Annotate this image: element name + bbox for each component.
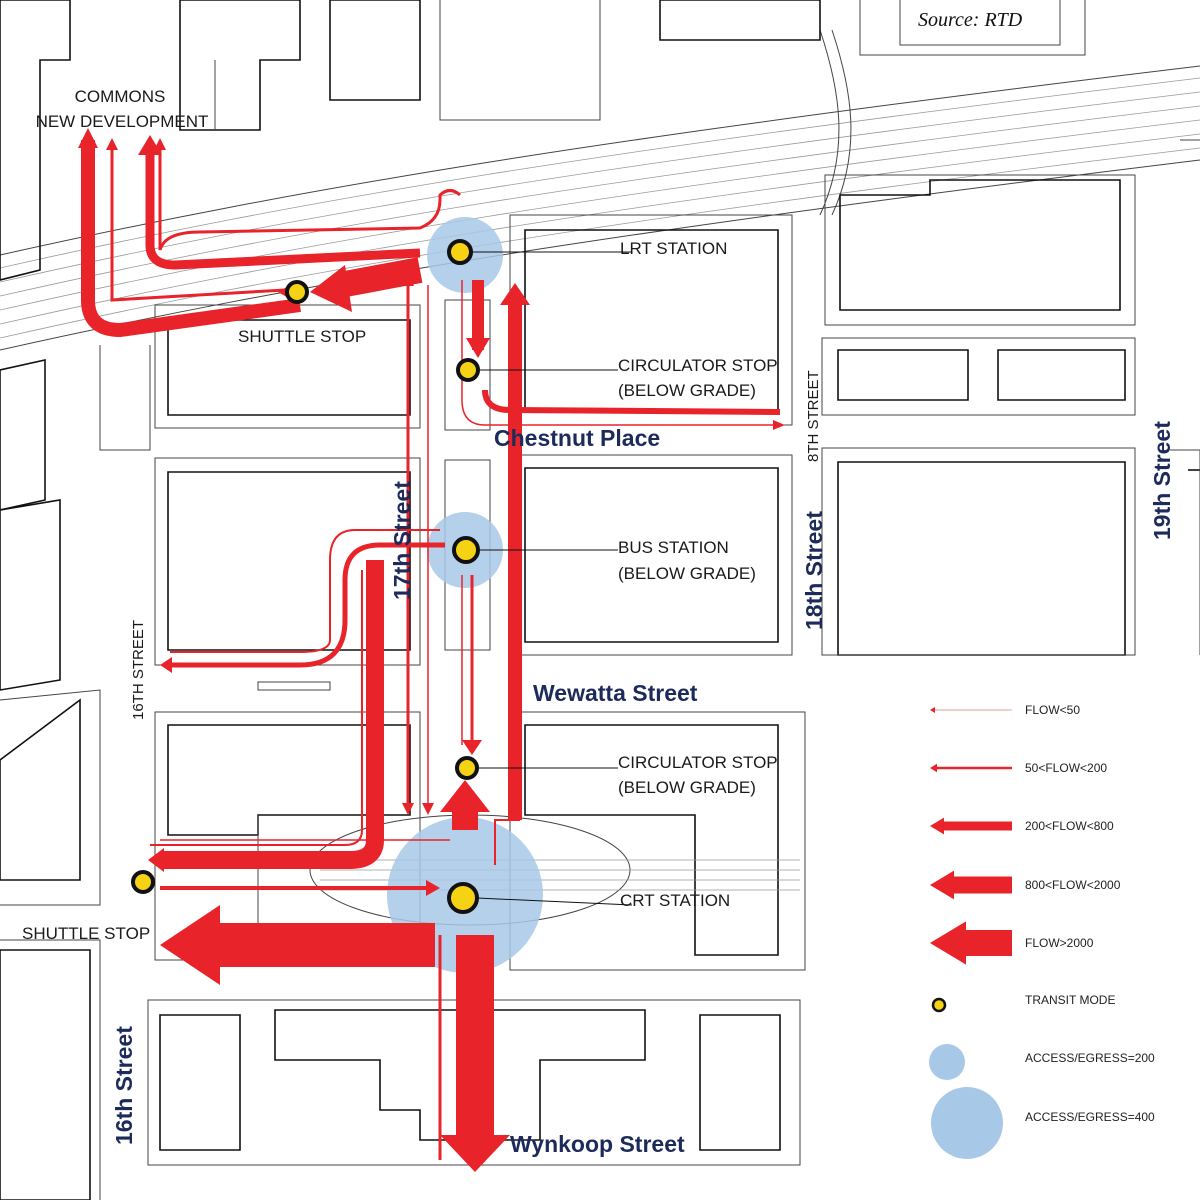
legend-arrowhead [930,921,966,965]
arrowhead-commons-thin2 [154,138,166,150]
arrowhead-commons-thick [78,128,98,148]
legend-item: ACCESS/EGRESS=400 [931,1087,1155,1159]
legend-item: 800<FLOW<2000 [930,870,1121,900]
nineteenth-street-label: 19th Street [1149,421,1175,540]
circulator-top-label-1: CIRCULATOR STOP [618,356,778,375]
flow-crt-up-thin [494,819,520,865]
top-left-blocks [0,0,1086,281]
flow-commons-thick [81,140,301,338]
arrowhead-17th-down [422,803,434,815]
legend-item: TRANSIT MODE [931,993,1115,1013]
left-blocks [0,345,151,1200]
seventeenth-street-label: 17th Street [389,481,415,600]
flow-commons-thin1 [110,145,286,302]
flow-commons-thin2 [158,145,462,251]
arrowhead-bus-west [160,657,172,673]
eighth-street-small-label: 8TH STREET [805,370,822,462]
arrowhead-wynkoop [440,1135,510,1172]
legend-label: 200<FLOW<800 [1025,819,1114,833]
legend-item: ACCESS/EGRESS=200 [929,1044,1155,1080]
arrowhead-crt-circulator [440,780,490,812]
commons-label-line1: COMMONS [75,87,166,106]
flow-to-shuttle-top [337,257,423,298]
lrt-station-dot[interactable] [447,239,473,265]
flow-arrows [81,140,781,1160]
flow-bus-west-thick [170,542,445,668]
crt-station-dot[interactable] [447,882,479,914]
circulator-bottom-label-2: (BELOW GRADE) [618,778,756,797]
arrowhead-17th-up-2 [402,803,414,815]
legend-label: TRANSIT MODE [1025,993,1115,1007]
wewatta-street-label: Wewatta Street [533,680,698,706]
legend-access-circle [931,1087,1003,1159]
legend-label: ACCESS/EGRESS=400 [1025,1110,1155,1124]
legend-label: 50<FLOW<200 [1025,761,1107,775]
legend: FLOW<50 50<FLOW<200 200<FLOW<800 800<FLOW<2… [810,660,1200,1200]
arrowhead-wewatta-up [500,283,530,305]
bus-station-label-2: (BELOW GRADE) [618,564,756,583]
commons-label-line2: NEW DEVELOPMENT [36,112,209,131]
legend-arrowhead [930,817,944,835]
legend-arrowhead [930,707,935,713]
wynkoop-street-label: Wynkoop Street [510,1131,685,1157]
circulator-bottom-dot[interactable] [455,756,479,780]
arrowhead-bus-circulator [462,740,482,755]
shuttle-stop-top-dot[interactable] [285,280,309,304]
legend-label: FLOW>2000 [1025,936,1094,950]
right-blocks [821,139,1200,656]
arrowheads [78,128,785,1172]
sixteenth-street-small-label: 16TH STREET [130,620,147,720]
arrowhead-east [773,420,785,430]
circulator-top-dot[interactable] [456,358,480,382]
arrowhead-17th-up [402,274,414,286]
legend-item: FLOW>2000 [930,921,1094,965]
shuttle-stop-bottom-label: SHUTTLE STOP [22,924,150,943]
lrt-station-label: LRT STATION [620,239,727,258]
arrowhead-crt-west [148,848,164,872]
circulator-top-label-2: (BELOW GRADE) [618,381,756,400]
legend-label: FLOW<50 [1025,703,1080,717]
sixteenth-street-label: 16th Street [111,1026,137,1145]
flow-lrt-east-thin [461,280,775,426]
bus-station-label-1: BUS STATION [618,538,729,557]
flow-crt-west-thin [150,570,363,846]
arrowhead-lrt-circulator [466,338,490,358]
legend-label: ACCESS/EGRESS=200 [1025,1051,1155,1065]
union-station-building [147,999,801,1166]
shuttle-stop-bottom-dot[interactable] [131,870,155,894]
legend-arrowhead [930,763,937,773]
legend-item: FLOW<50 [930,703,1080,717]
legend-access-circle [929,1044,965,1080]
legend-item: 50<FLOW<200 [930,761,1107,775]
arrowhead-crt-shuttle-bottom [160,905,220,985]
arrowhead-commons-thin1 [106,138,118,150]
transit-dots [131,239,480,914]
crt-station-label: CRT STATION [620,891,730,910]
legend-label: 800<FLOW<2000 [1025,878,1121,892]
arrowhead-crt-to-shuttle [426,880,440,896]
legend-transit-dot [931,997,947,1013]
eighteenth-street-label: 18th Street [801,511,827,630]
leader-lines [472,251,633,906]
flow-commons-medium [145,145,421,270]
source-label: Source: RTD [918,9,1023,31]
legend-arrowhead [930,870,954,900]
legend-item: 200<FLOW<800 [930,817,1114,835]
chestnut-place-label: Chestnut Place [494,425,660,451]
bus-station-dot[interactable] [452,536,480,564]
flow-bus-west-thin [170,529,440,653]
circulator-bottom-label-1: CIRCULATOR STOP [618,753,778,772]
arrowhead-shuttle-top-big [310,265,352,312]
shuttle-stop-top-label: SHUTTLE STOP [238,327,366,346]
